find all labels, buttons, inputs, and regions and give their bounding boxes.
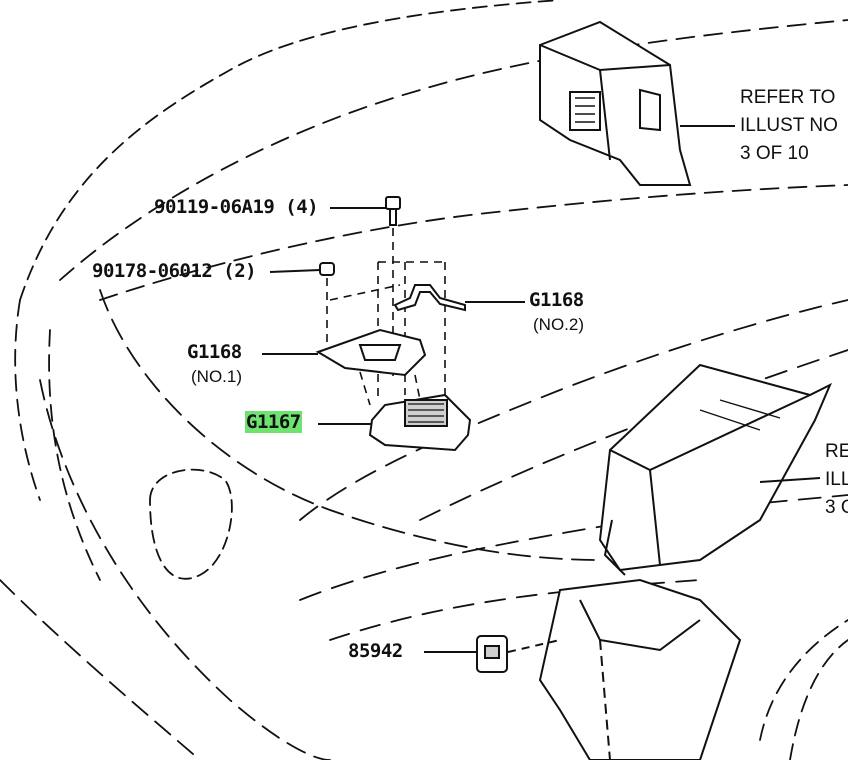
- upper-reference-note[interactable]: REFER TO ILLUST NO 3 OF 10: [740, 84, 838, 168]
- nut-callout[interactable]: 90178-06012 (2): [92, 260, 257, 282]
- wheel-arch: [789, 639, 848, 760]
- upper-relay-block: [539, 20, 692, 186]
- edge-left-2: [48, 329, 101, 581]
- inner-panel-2: [419, 349, 848, 521]
- ref-line: 3 O: [825, 497, 848, 518]
- bolt-part: [385, 196, 401, 226]
- bracket-no2-sublabel: (NO.2): [533, 315, 584, 334]
- inner-panel: [299, 299, 848, 521]
- washer-reservoir: [538, 578, 742, 760]
- front-line: [39, 379, 331, 760]
- clip-part: [476, 635, 508, 673]
- module-callout[interactable]: G1167: [245, 411, 302, 433]
- bracket-no1-sublabel: (NO.1): [191, 367, 242, 386]
- fuse-box: [598, 363, 832, 576]
- bolt-callout[interactable]: 90119-06A19 (4): [154, 196, 319, 218]
- lower-curve: [0, 579, 201, 760]
- bracket-no2-part: [393, 284, 466, 312]
- right-reference-note[interactable]: RE ILL 3 O: [825, 438, 848, 522]
- clip-callout[interactable]: 85942: [348, 640, 403, 662]
- module-part: [368, 393, 472, 452]
- assembly-guides: [326, 228, 446, 406]
- edge-left: [14, 299, 41, 501]
- bracket-no2-callout[interactable]: G1168: [529, 289, 584, 311]
- leader-lines: [262, 125, 821, 653]
- ref-line: ILL: [825, 469, 848, 490]
- ref-line: ILLUST NO: [740, 115, 838, 136]
- ref-line: 3 OF 10: [740, 143, 809, 164]
- lamp-opening: [149, 468, 233, 580]
- nut-part: [319, 262, 335, 276]
- hood-line: [59, 19, 848, 281]
- ref-line: RE: [825, 441, 848, 462]
- module-callout-highlight: G1167: [245, 411, 302, 433]
- ref-line: REFER TO: [740, 87, 836, 108]
- lower-panel: [299, 494, 848, 601]
- wheel-arch-2: [759, 619, 848, 741]
- bumper-curve: [99, 289, 601, 561]
- bracket-no1-callout[interactable]: G1168: [187, 341, 242, 363]
- hood-edge: [99, 184, 848, 301]
- fender-outline: [19, 0, 561, 301]
- bracket-no1-part: [315, 328, 427, 377]
